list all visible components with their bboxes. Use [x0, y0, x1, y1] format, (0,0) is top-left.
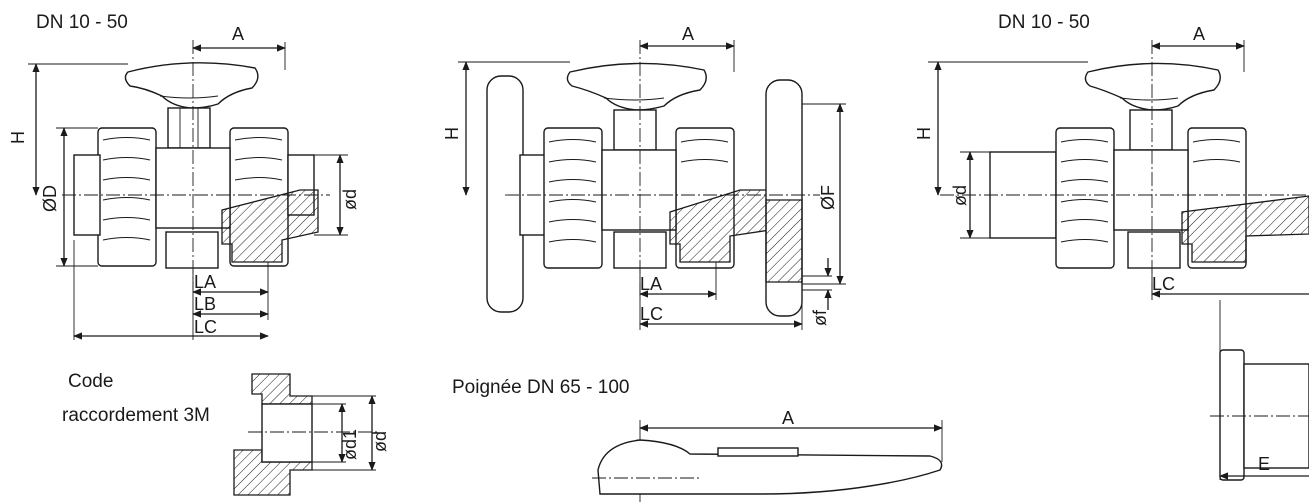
- right-dim-E: E: [1258, 454, 1270, 474]
- mid-dim-H: H: [442, 127, 462, 140]
- left-dim-LB: LB: [194, 294, 216, 314]
- handle-caption: Poignée DN 65 - 100: [452, 377, 629, 398]
- mid-stem: [613, 109, 657, 151]
- handle-detail: Poignée DN 65 - 100 A: [452, 377, 943, 502]
- left-dim-d: ød: [340, 189, 360, 210]
- left-title: DN 10 - 50: [36, 12, 128, 33]
- right-dim-A: A: [1193, 24, 1205, 44]
- mid-body: [601, 149, 677, 231]
- detail-dim-d1: ød1: [340, 429, 360, 460]
- mid-section: [669, 189, 771, 263]
- mid-dim-LA: LA: [640, 274, 662, 294]
- left-dim-D: ØD: [40, 185, 60, 212]
- left-dim-LA: LA: [194, 272, 216, 292]
- valve-right-view: DN 10 - 50 A H ød LC: [914, 12, 1309, 481]
- valve-left-view: DN 10 - 50 A: [8, 12, 360, 340]
- valve-middle-view: A H ØF øf LA LC: [442, 24, 846, 330]
- left-bottom-boss: [165, 231, 219, 269]
- right-dim-d: ød: [950, 185, 970, 206]
- right-section: [1181, 195, 1309, 263]
- left-section: [221, 189, 319, 263]
- mid-handle: [566, 62, 707, 111]
- mid-left-nut: [543, 127, 603, 269]
- right-title: DN 10 - 50: [998, 12, 1090, 33]
- left-dim-A: A: [232, 24, 244, 44]
- detail-dim-d: ød: [370, 431, 390, 452]
- right-dim-LC: LC: [1152, 274, 1175, 294]
- right-body: [1113, 149, 1189, 231]
- mid-dim-f: øf: [810, 309, 830, 326]
- handle-dim-A: A: [782, 408, 794, 428]
- left-dim-H: H: [8, 131, 28, 144]
- right-bottom-boss: [1127, 231, 1181, 269]
- mid-dim-F: ØF: [818, 185, 838, 210]
- handle-top-pad: [717, 447, 799, 457]
- right-left-nut: [1055, 127, 1115, 269]
- mid-dim-LC: LC: [640, 304, 663, 324]
- right-dim-H: H: [914, 127, 934, 140]
- mid-flange-section: [765, 199, 803, 283]
- mid-left-flange: [486, 75, 524, 313]
- handle-profile: [597, 439, 943, 495]
- right-end-flange: [1219, 349, 1245, 481]
- left-handle: [124, 62, 259, 109]
- detail-top-section: [251, 373, 313, 405]
- left-union-nut: [97, 127, 157, 267]
- detail-caption-1: Code: [68, 371, 113, 392]
- left-stem: [167, 107, 211, 149]
- detail-3m: Code raccordement 3M ød1 ød: [62, 371, 390, 496]
- detail-bore: [261, 403, 313, 463]
- mid-dim-A: A: [682, 24, 694, 44]
- left-dim-LC: LC: [194, 317, 217, 337]
- detail-caption-2: raccordement 3M: [62, 405, 210, 426]
- right-handle: [1084, 62, 1221, 111]
- right-stem: [1129, 109, 1173, 151]
